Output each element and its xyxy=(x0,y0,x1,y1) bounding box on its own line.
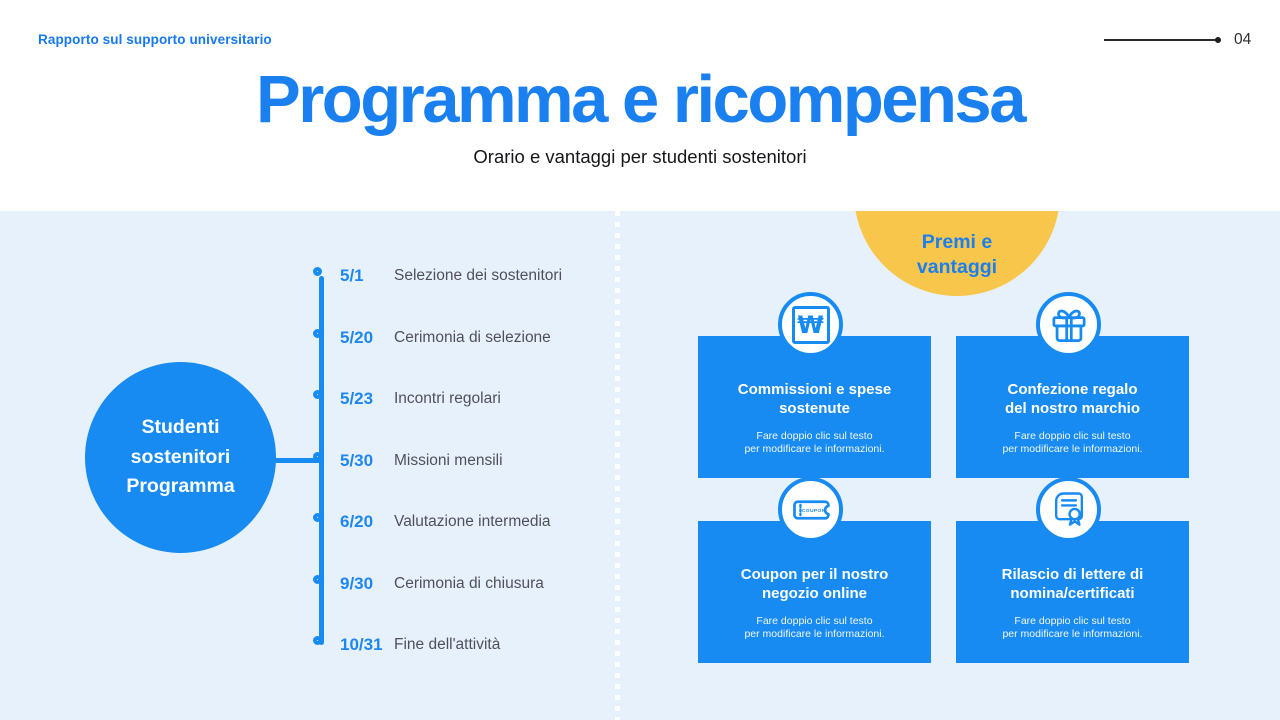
page-rule xyxy=(1104,39,1216,41)
card-title: Coupon per il nostro negozio online xyxy=(740,566,889,602)
card-icon-circle: COUPON xyxy=(778,477,843,542)
timeline-row: 10/31 Fine dell'attività xyxy=(340,633,610,657)
timeline-connector xyxy=(266,458,322,463)
timeline-date: 5/1 xyxy=(340,266,364,285)
certificate-icon xyxy=(1054,491,1083,526)
card-icon-circle xyxy=(1036,477,1101,542)
card-edit-hint[interactable]: Fare doppio clic sul testo per modificar… xyxy=(1002,430,1143,455)
reward-card-coupon[interactable]: Coupon per il nostro negozio online Fare… xyxy=(698,521,931,663)
reward-card-certificate[interactable]: Rilascio di lettere di nomina/certificat… xyxy=(956,521,1189,663)
card-icon-circle: ₩ xyxy=(778,292,843,357)
timeline-row: 6/20 Valutazione intermedia xyxy=(340,510,610,534)
timeline-date: 5/30 xyxy=(340,451,374,470)
card-edit-hint[interactable]: Fare doppio clic sul testo per modificar… xyxy=(1002,615,1143,640)
page-marker: 04 xyxy=(1104,30,1262,50)
timeline-label: Cerimonia di chiusura xyxy=(394,575,544,592)
timeline-date: 5/20 xyxy=(340,328,374,347)
timeline-date: 10/31 xyxy=(340,635,383,654)
program-circle-label: Studenti sostenitori Programma xyxy=(126,416,235,498)
card-title: Confezione regalo del nostro marchio xyxy=(1004,381,1141,417)
card-edit-hint[interactable]: Fare doppio clic sul testo per modificar… xyxy=(744,615,885,640)
won-sign-icon: ₩ xyxy=(791,305,830,344)
timeline-node xyxy=(313,390,322,399)
dashed-divider xyxy=(615,211,620,720)
timeline-node xyxy=(313,329,322,338)
eyebrow-text: Rapporto sul supporto universitario xyxy=(38,32,272,47)
coupon-icon: COUPON xyxy=(792,499,830,520)
timeline-label: Valutazione intermedia xyxy=(394,513,551,530)
card-icon-circle xyxy=(1036,292,1101,357)
card-title: Rilascio di lettere di nomina/certificat… xyxy=(1001,566,1144,602)
timeline-date: 5/23 xyxy=(340,389,374,408)
timeline-row: 9/30 Cerimonia di chiusura xyxy=(340,572,610,596)
header: Rapporto sul supporto universitario 04 P… xyxy=(0,0,1280,211)
reward-card-gift[interactable]: Confezione regalo del nostro marchio Far… xyxy=(956,336,1189,478)
page-title: Programma e ricompensa xyxy=(256,62,1026,137)
timeline-node xyxy=(313,452,322,461)
timeline-line xyxy=(319,276,324,645)
page-number: 04 xyxy=(1234,31,1252,48)
timeline-node xyxy=(313,575,322,584)
timeline-node xyxy=(313,267,322,276)
card-edit-hint[interactable]: Fare doppio clic sul testo per modificar… xyxy=(744,430,885,455)
timeline-row: 5/23 Incontri regolari xyxy=(340,387,610,411)
reward-card-fees[interactable]: Commissioni e spese sostenute Fare doppi… xyxy=(698,336,931,478)
page-dot-icon xyxy=(1215,37,1221,43)
page-subtitle: Orario e vantaggi per studenti sostenito… xyxy=(473,146,807,167)
rewards-badge-label: Premi e vantaggi xyxy=(916,231,998,278)
svg-text:COUPON: COUPON xyxy=(801,507,825,513)
timeline-label: Selezione dei sostenitori xyxy=(394,267,563,284)
timeline-row: 5/1 Selezione dei sostenitori xyxy=(340,264,610,288)
timeline-label: Missioni mensili xyxy=(394,452,503,469)
program-circle: Studenti sostenitori Programma xyxy=(85,362,276,553)
timeline-date: 9/30 xyxy=(340,574,374,593)
gift-icon xyxy=(1052,309,1085,342)
card-title: Commissioni e spese sostenute xyxy=(737,381,892,417)
timeline-row: 5/30 Missioni mensili xyxy=(340,449,610,473)
timeline-row: 5/20 Cerimonia di selezione xyxy=(340,326,610,350)
timeline-date: 6/20 xyxy=(340,512,374,531)
timeline-label: Incontri regolari xyxy=(394,390,501,407)
timeline-label: Fine dell'attività xyxy=(394,636,501,653)
timeline-label: Cerimonia di selezione xyxy=(394,329,551,346)
timeline-node xyxy=(313,636,322,645)
timeline-node xyxy=(313,513,322,522)
